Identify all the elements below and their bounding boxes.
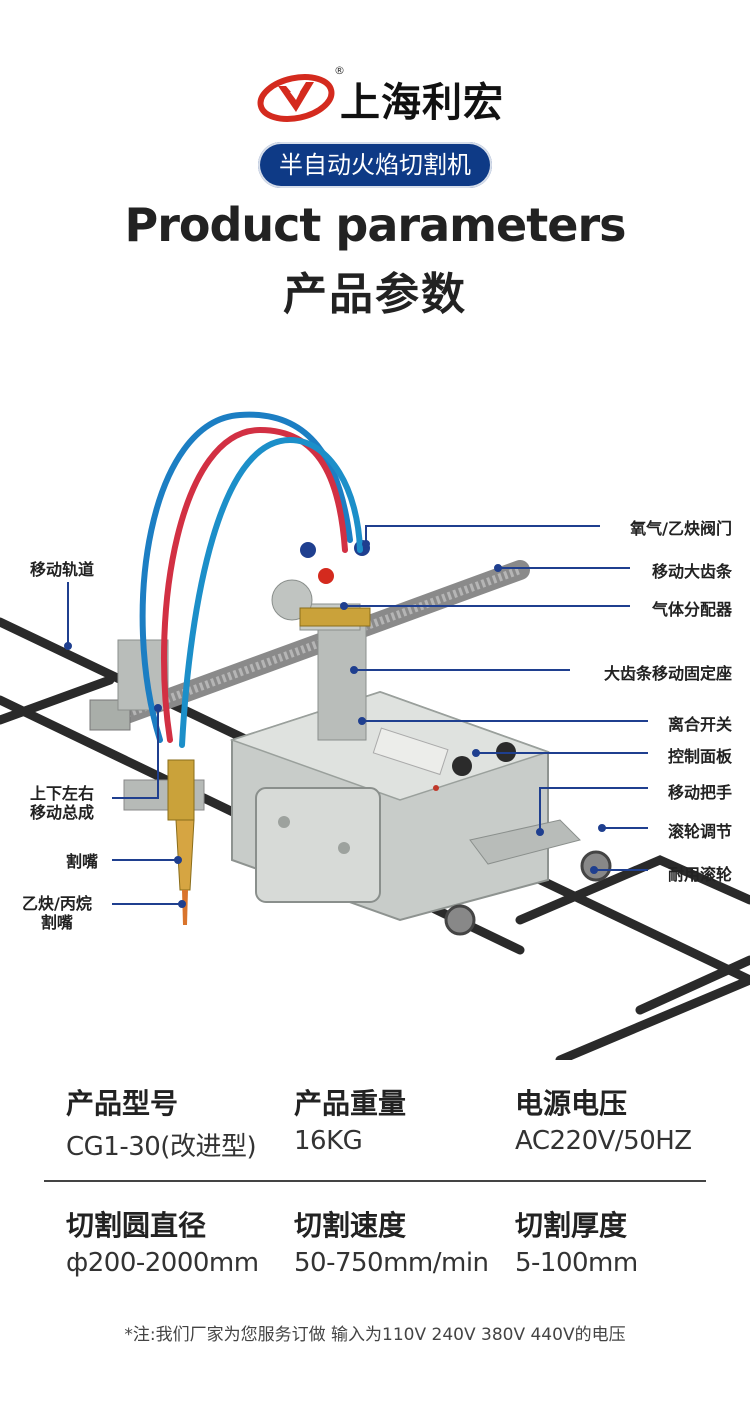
- brand-name: 上海利宏: [340, 80, 504, 126]
- registered-mark: ®: [334, 64, 345, 77]
- callout-nozzle: 割嘴: [66, 852, 99, 871]
- spec-value-speed: 50-750mm/min: [294, 1248, 489, 1278]
- callout-wheel-adjust: 滚轮调节: [667, 822, 732, 841]
- callout-xy-assembly: 上下左右 移动总成: [30, 784, 95, 822]
- machine-body: [229, 690, 612, 936]
- footnote: *注:我们厂家为您服务订做 输入为110V 240V 380V 440V的电压: [124, 1325, 626, 1345]
- spec-label-diameter: 切割圆直径: [66, 1209, 207, 1242]
- callout-gas-valves: 氧气/乙炔阀门: [630, 519, 732, 538]
- product-category-badge: 半自动火焰切割机: [258, 142, 492, 188]
- spec-divider: [44, 1180, 706, 1182]
- brand-header: ® 上海利宏: [0, 62, 750, 132]
- callout-gas-nozzle: 乙炔/丙烷 割嘴: [22, 894, 92, 932]
- spec-label-speed: 切割速度: [294, 1209, 407, 1242]
- spec-value-weight: 16KG: [294, 1126, 363, 1156]
- page-title-en: Product parameters: [124, 198, 626, 252]
- callout-lines: [64, 525, 648, 908]
- torch-column: [271, 540, 371, 741]
- callout-track: 移动轨道: [30, 560, 95, 579]
- callout-handle: 移动把手: [667, 783, 732, 802]
- callout-wheels: 耐用滚轮: [667, 865, 732, 884]
- spec-value-thickness: 5-100mm: [515, 1248, 638, 1278]
- gas-hoses: [139, 411, 363, 748]
- page-title-cn: 产品参数: [283, 269, 467, 320]
- spec-value-diameter: ф200-2000mm: [66, 1248, 259, 1278]
- spec-label-thickness: 切割厚度: [515, 1209, 628, 1242]
- callout-control-panel: 控制面板: [667, 747, 732, 766]
- callout-gas-distributor: 气体分配器: [651, 600, 732, 619]
- spec-label-voltage: 电源电压: [515, 1087, 628, 1120]
- brand-logo-icon: [257, 74, 335, 122]
- spec-label-model: 产品型号: [66, 1087, 179, 1120]
- callout-rack: 移动大齿条: [651, 562, 732, 581]
- spec-value-voltage: AC220V/50HZ: [515, 1126, 692, 1156]
- spec-value-model: CG1-30(改进型): [66, 1132, 257, 1162]
- product-illustration: [0, 411, 750, 1060]
- spec-label-weight: 产品重量: [294, 1087, 407, 1120]
- callout-clutch-switch: 离合开关: [667, 715, 732, 734]
- rack-bar: [100, 560, 530, 730]
- callout-rack-mount: 大齿条移动固定座: [603, 664, 732, 683]
